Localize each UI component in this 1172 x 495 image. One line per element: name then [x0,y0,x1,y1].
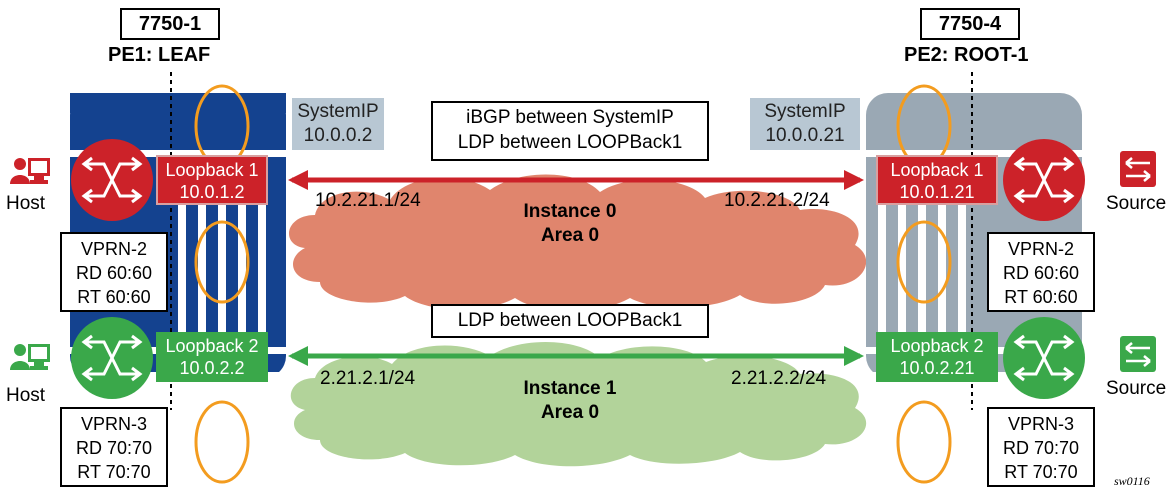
instance-0-label: Instance 0 Area 0 [500,200,640,248]
pe1-ellipse-middle [194,220,250,304]
pe1-vprn2-rd: RD 60:60 [75,263,153,283]
figure-id: sw0116 [1114,474,1150,488]
pe1-loopback1: Loopback 1 10.0.1.2 [156,155,268,205]
instance-0-name: Instance 0 [523,201,617,222]
pe2-systemip-box: SystemIP 10.0.0.21 [750,98,860,150]
ldp-bottom-label: LDP between LOOPBack1 [457,310,683,331]
pe1-systemip-box: SystemIP 10.0.0.2 [292,98,384,150]
pe1-vprn3-box: VPRN-3 RD 70:70 RT 70:70 [60,407,168,487]
pe2-vprn2-rd: RD 60:60 [1002,263,1080,283]
top-right-ip: 10.2.21.2/24 [724,190,830,211]
pe1-vprn3-rt: RT 70:70 [77,462,151,482]
pe1-model: 7750-1 [138,13,202,35]
ibgp-line1: iBGP between SystemIP [466,107,674,128]
pe2-loopback1-label: Loopback 1 [890,160,984,180]
host-top-label: Host [6,193,46,214]
pe2-systemip-value: 10.0.0.21 [765,125,845,146]
source-bottom-label: Source [1106,378,1167,399]
top-left-ip: 10.2.21.1/24 [315,190,421,211]
pe1-vprn2-box: VPRN-2 RD 60:60 RT 60:60 [60,232,168,312]
source-top-label: Source [1106,193,1167,214]
host-top-icon [10,158,50,184]
pe1-router-red-icon [71,139,153,221]
cloud-instance-0 [288,174,867,311]
instance-0-area: Area 0 [540,225,600,246]
pe1-vprn3-name: VPRN-3 [80,414,147,434]
pe2-model-box: 7750-4 [920,8,1020,40]
pe2-model: 7750-4 [938,13,1002,35]
instance-1-label: Instance 1 Area 0 [500,377,640,425]
pe2-loopback1: Loopback 1 10.0.1.21 [876,155,998,205]
pe1-systemip-label: SystemIP [297,101,379,122]
pe2-loopback2: Loopback 2 10.0.2.21 [876,332,998,382]
pe2-vprn3-rd: RD 70:70 [1002,438,1080,458]
pe2-loopback1-ip: 10.0.1.21 [899,182,975,202]
pe1-role: PE1: LEAF [108,44,211,66]
pe2-vprn3-name: VPRN-3 [1007,414,1074,434]
ibgp-label-box: iBGP between SystemIP LDP between LOOPBa… [431,101,709,161]
source-top-icon [1120,151,1156,187]
pe1-router-green-icon [71,317,153,399]
ldp-bottom-box: LDP between LOOPBack1 [431,304,709,338]
pe2-role: PE2: ROOT-1 [904,44,1029,66]
bottom-right-ip: 2.21.2.2/24 [731,368,827,389]
pe1-loopback2-label: Loopback 2 [165,336,259,356]
pe2-ellipse-bottom [896,400,952,484]
pe2-router-red-icon [1003,139,1085,221]
pe1-systemip-value: 10.0.0.2 [303,125,373,146]
source-bottom-icon [1120,336,1156,372]
bottom-left-ip: 2.21.2.1/24 [320,368,416,389]
host-bottom-label: Host [6,385,46,406]
pe1-loopback1-ip: 10.0.1.2 [179,182,245,202]
cloud-instance-1 [290,341,867,467]
pe2-vprn3-box: VPRN-3 RD 70:70 RT 70:70 [987,407,1095,487]
pe2-vprn2-rt: RT 60:60 [1004,287,1078,307]
pe2-loopback2-label: Loopback 2 [890,336,984,356]
pe1-vprn3-rd: RD 70:70 [75,438,153,458]
pe1-loopback2-ip: 10.0.2.2 [179,358,245,378]
pe1-model-box: 7750-1 [120,8,220,40]
instance-1-name: Instance 1 [523,378,617,399]
host-bottom-icon [10,344,50,370]
ibgp-line2: LDP between LOOPBack1 [457,132,683,153]
instance-1-area: Area 0 [540,402,600,423]
pe1-loopback2: Loopback 2 10.0.2.2 [156,332,268,382]
pe2-vprn2-name: VPRN-2 [1007,239,1074,259]
pe2-systemip-label: SystemIP [764,101,846,122]
pe2-ellipse-middle [896,220,952,304]
pe1-ellipse-bottom [194,400,250,484]
pe2-router-green-icon [1003,317,1085,399]
pe1-vprn2-name: VPRN-2 [80,239,147,259]
pe2-loopback2-ip: 10.0.2.21 [899,358,975,378]
pe2-vprn3-rt: RT 70:70 [1004,462,1078,482]
pe1-vprn2-rt: RT 60:60 [77,287,151,307]
pe2-vprn2-box: VPRN-2 RD 60:60 RT 60:60 [987,232,1095,312]
pe1-loopback1-label: Loopback 1 [165,160,259,180]
